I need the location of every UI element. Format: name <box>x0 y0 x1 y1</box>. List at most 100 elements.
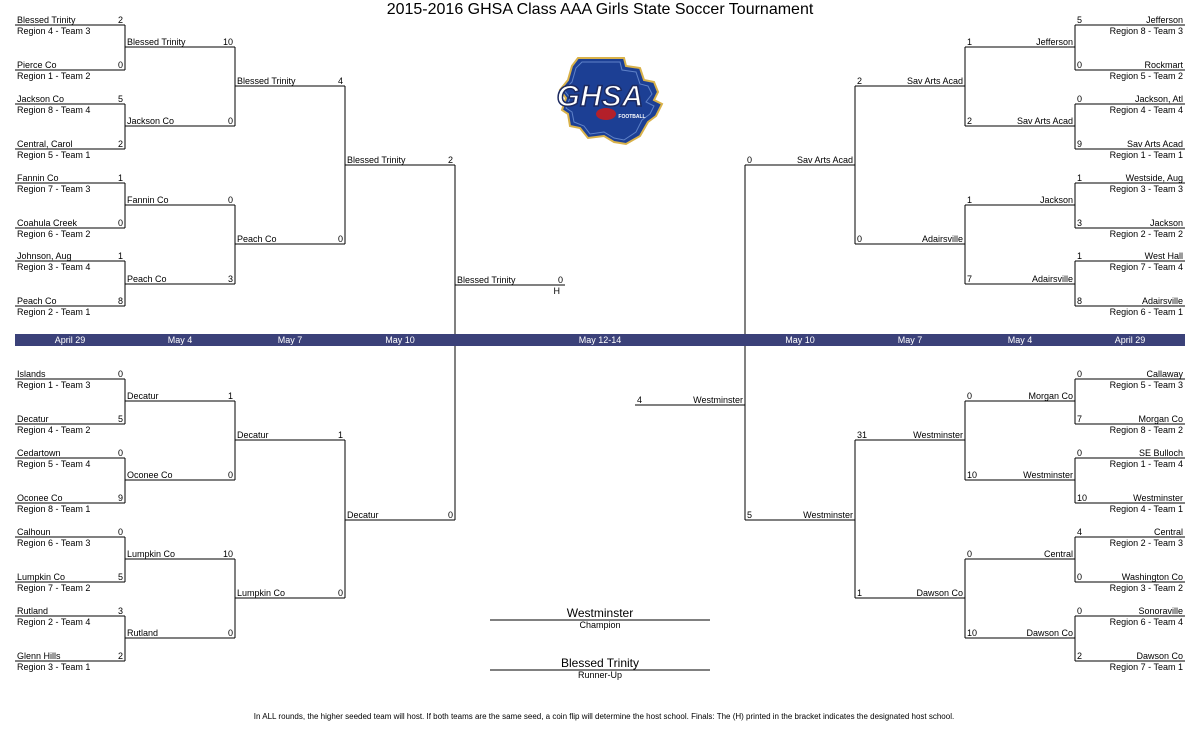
team-name: Cedartown <box>17 448 61 458</box>
team-seed: Region 8 - Team 2 <box>1109 425 1183 435</box>
team-name: Lumpkin Co <box>17 572 66 582</box>
team-name: Morgan Co <box>1138 414 1183 424</box>
team-seed: Region 3 - Team 2 <box>1109 583 1183 593</box>
team-score: 10 <box>1077 493 1088 503</box>
team-name: Fannin Co <box>17 173 59 183</box>
team-name: Lumpkin Co <box>237 588 286 598</box>
team-name: Jackson <box>1039 195 1073 205</box>
team-name: Fannin Co <box>127 195 169 205</box>
team-name: Rockmart <box>1144 60 1183 70</box>
team-score: 0 <box>227 628 233 638</box>
team-score: 0 <box>1077 94 1083 104</box>
team-score: 5 <box>117 94 123 104</box>
team-score: 10 <box>967 628 978 638</box>
runner-up-name: Blessed Trinity <box>560 656 640 670</box>
team-score: 2 <box>117 139 123 149</box>
georgia-map-shape <box>558 57 664 146</box>
team-score: 2 <box>117 651 123 661</box>
team-score: 0 <box>1077 572 1083 582</box>
team-name: Blessed Trinity <box>347 155 406 165</box>
team-name: Oconee Co <box>17 493 63 503</box>
team-score: 10 <box>222 37 233 47</box>
team-name: Calhoun <box>17 527 51 537</box>
team-name: Sonoraville <box>1138 606 1183 616</box>
team-seed: Region 5 - Team 3 <box>1109 380 1183 390</box>
team-score: 3 <box>1077 218 1083 228</box>
date-right-r1: April 29 <box>1114 335 1146 345</box>
team-score: 0 <box>117 218 123 228</box>
team-seed: Region 1 - Team 2 <box>17 71 91 81</box>
team-name: Westminster <box>1133 493 1183 503</box>
team-name: Morgan Co <box>1028 391 1073 401</box>
team-name: Islands <box>17 369 46 379</box>
team-seed: Region 7 - Team 1 <box>1109 662 1183 672</box>
team-score: 2 <box>117 15 123 25</box>
team-score: 0 <box>1077 60 1083 70</box>
team-name: Glenn Hills <box>17 651 61 661</box>
finalist-score: 0 <box>557 275 563 285</box>
team-seed: Region 2 - Team 1 <box>17 307 91 317</box>
team-score: 5 <box>117 572 123 582</box>
team-score: 0 <box>857 234 863 244</box>
team-score: 8 <box>1077 296 1083 306</box>
team-name: Dawson Co <box>1026 628 1073 638</box>
host-marker: H <box>553 286 561 296</box>
team-name: Dawson Co <box>1136 651 1183 661</box>
team-score: 7 <box>1077 414 1083 424</box>
team-name: Central <box>1153 527 1183 537</box>
team-score: 1 <box>967 195 973 205</box>
team-seed: Region 5 - Team 4 <box>17 459 91 469</box>
champion-label: Champion <box>579 620 621 630</box>
team-name: Callaway <box>1146 369 1183 379</box>
team-name: Blessed Trinity <box>127 37 186 47</box>
team-score: 8 <box>117 296 123 306</box>
team-name: Peach Co <box>17 296 57 306</box>
team-score: 1 <box>1077 251 1083 261</box>
team-score: 0 <box>337 588 343 598</box>
team-score: 9 <box>117 493 123 503</box>
team-seed: Region 8 - Team 3 <box>1109 26 1183 36</box>
team-score: 1 <box>967 37 973 47</box>
team-name: Adairsville <box>1141 296 1183 306</box>
team-name: Rutland <box>127 628 159 638</box>
team-name: Jackson, Atl <box>1134 94 1183 104</box>
team-name: Jackson Co <box>127 116 175 126</box>
team-name: Sav Arts Acad <box>906 76 963 86</box>
team-name: Central, Carol <box>17 139 73 149</box>
team-score: 2 <box>967 116 973 126</box>
team-seed: Region 1 - Team 3 <box>17 380 91 390</box>
team-name: Central <box>1043 549 1073 559</box>
team-score: 3 <box>117 606 123 616</box>
team-score: 0 <box>967 391 973 401</box>
finalist-name: Blessed Trinity <box>457 275 516 285</box>
team-name: SE Bulloch <box>1138 448 1183 458</box>
team-seed: Region 7 - Team 2 <box>17 583 91 593</box>
logo-subtext: FOOTBALL <box>618 114 645 120</box>
team-name: Peach Co <box>237 234 277 244</box>
team-score: 5 <box>1077 15 1083 25</box>
team-score: 4 <box>337 76 343 86</box>
team-seed: Region 1 - Team 1 <box>1109 150 1183 160</box>
team-seed: Region 3 - Team 3 <box>1109 184 1183 194</box>
team-score: 0 <box>227 116 233 126</box>
finalist-name: Westminster <box>693 395 743 405</box>
team-seed: Region 5 - Team 1 <box>17 150 91 160</box>
team-name: Westminster <box>913 430 963 440</box>
team-seed: Region 2 - Team 2 <box>1109 229 1183 239</box>
team-seed: Region 4 - Team 1 <box>1109 504 1183 514</box>
team-score: 5 <box>747 510 753 520</box>
football-icon <box>596 108 616 120</box>
team-seed: Region 6 - Team 4 <box>1109 617 1183 627</box>
team-score: 4 <box>1077 527 1083 537</box>
team-score: 10 <box>222 549 233 559</box>
team-name: Westside, Aug <box>1125 173 1183 183</box>
team-score: 2 <box>447 155 453 165</box>
team-name: Lumpkin Co <box>127 549 176 559</box>
date-left-r4: May 10 <box>385 335 415 345</box>
team-name: Decatur <box>237 430 269 440</box>
date-right-r2: May 4 <box>1007 335 1033 345</box>
date-left-r2: May 4 <box>167 335 193 345</box>
team-name: Pierce Co <box>17 60 57 70</box>
team-score: 0 <box>1077 369 1083 379</box>
